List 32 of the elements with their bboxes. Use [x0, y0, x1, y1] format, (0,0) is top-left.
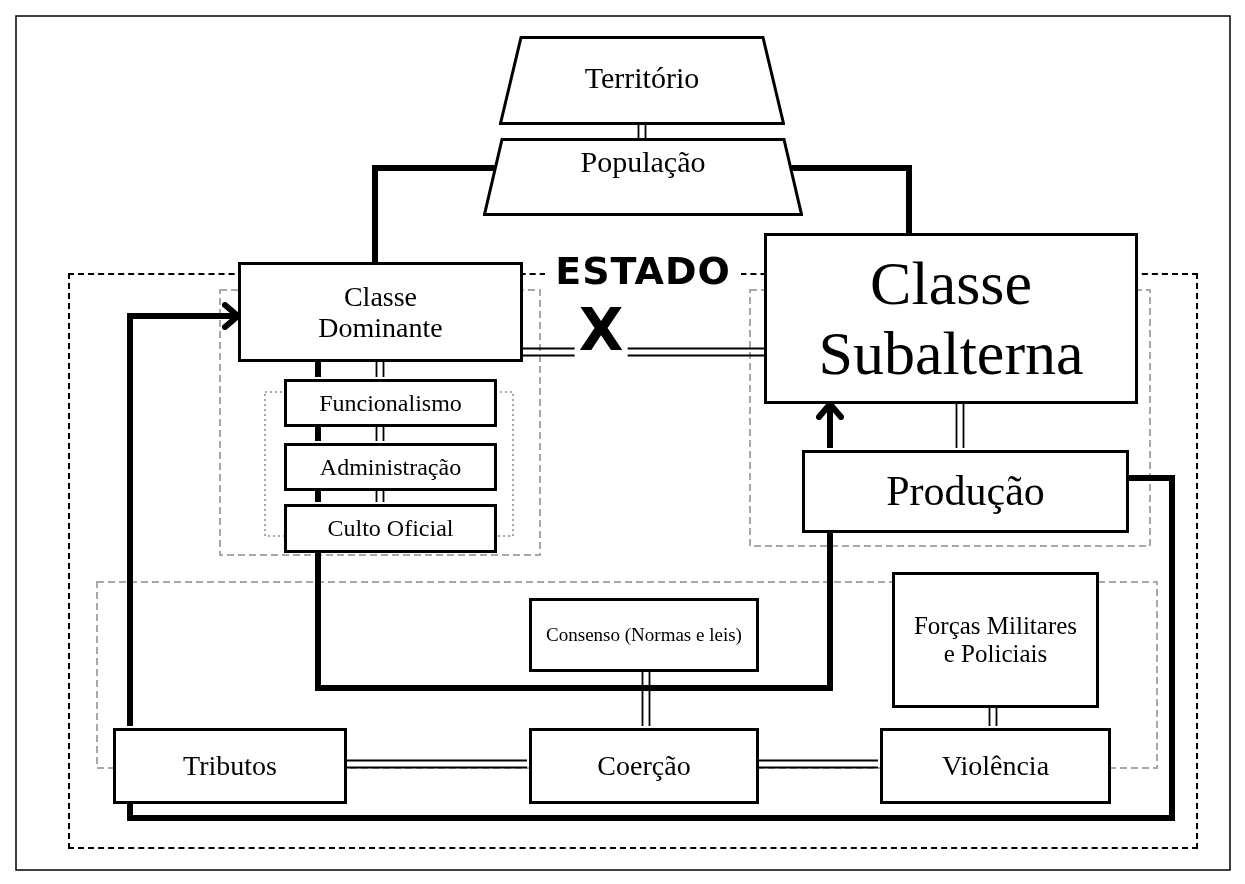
- process-box: [529, 728, 759, 804]
- double-line-connector: [375, 361, 385, 378]
- box-label: Administração: [319, 453, 462, 481]
- process-box: [238, 262, 523, 362]
- connector-line: [372, 165, 495, 262]
- box-label: Território: [584, 60, 700, 96]
- box-label: Produção: [886, 468, 1045, 515]
- process-box: [764, 233, 1138, 404]
- connector-line: [127, 475, 1175, 821]
- box-label: Funcionalismo: [319, 389, 462, 417]
- box-label: Culto Oficial: [327, 515, 454, 542]
- double-line-connector: [637, 124, 647, 139]
- connector-line: [315, 362, 321, 377]
- box-label: Consenso (Normas e leis): [546, 624, 742, 646]
- process-box: [284, 504, 497, 553]
- box-label: Classe Dominante: [317, 280, 444, 344]
- double-line-connector: [955, 403, 965, 449]
- process-box: [113, 728, 347, 804]
- connector-line: [315, 531, 833, 691]
- connector-line: [791, 165, 912, 233]
- box-label: Violência: [941, 750, 1050, 782]
- process-box: [892, 572, 1099, 708]
- process-box: [284, 379, 497, 427]
- process-box: [802, 450, 1129, 533]
- box-label: Tributos: [183, 750, 277, 782]
- process-box: [880, 728, 1111, 804]
- box-label: Classe Subalterna: [817, 249, 1085, 388]
- process-box: [529, 598, 759, 672]
- box-label: Coerção: [597, 750, 691, 782]
- box-label: Forças Militares e Policiais: [912, 612, 1079, 668]
- box-label: População: [580, 144, 706, 180]
- process-box: [284, 443, 497, 491]
